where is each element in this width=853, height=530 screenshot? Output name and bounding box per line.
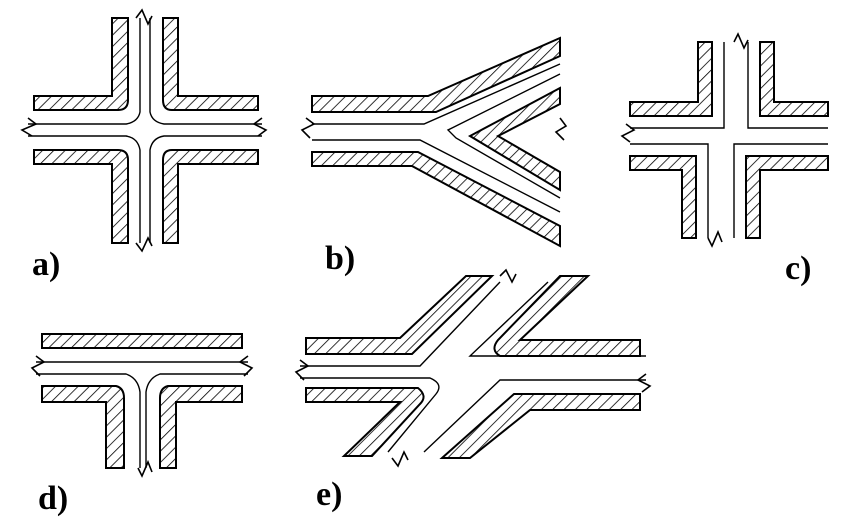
junction-a-wall-tl bbox=[33, 17, 129, 111]
junction-a-breaks bbox=[20, 8, 268, 253]
junction-e-wall-tr bbox=[493, 275, 641, 357]
junction-d-channel bbox=[36, 361, 248, 468]
junction-c-wall-br bbox=[745, 155, 829, 239]
junction-e-wall-br bbox=[439, 393, 641, 459]
junction-a-wall-tr bbox=[162, 17, 259, 111]
junction-d-breaks bbox=[30, 355, 254, 478]
junction-e-channel bbox=[300, 281, 646, 453]
junction-c-wall-tl bbox=[629, 41, 713, 117]
junction-e-wall-bl bbox=[305, 387, 425, 457]
junction-c-breaks bbox=[620, 32, 749, 248]
label-e: e) bbox=[316, 476, 343, 513]
junction-b-wall-bottom bbox=[311, 151, 561, 248]
junction-a-wall-bl bbox=[33, 149, 129, 244]
junction-d-wall-br bbox=[159, 385, 243, 469]
junction-c-cross bbox=[620, 32, 829, 248]
junction-c-wall-bl bbox=[629, 155, 697, 239]
junction-a-channel bbox=[28, 18, 262, 243]
junction-d-wall-bl bbox=[41, 385, 125, 469]
junction-c-channel bbox=[630, 42, 828, 238]
label-c: c) bbox=[785, 250, 812, 287]
label-b: b) bbox=[325, 240, 356, 277]
label-a: a) bbox=[32, 246, 61, 283]
junction-e-x-branch bbox=[294, 268, 652, 468]
junction-b-channel bbox=[312, 63, 561, 213]
junction-e-wall-tl bbox=[305, 275, 495, 355]
junction-b-wall-top bbox=[311, 36, 561, 113]
junction-b-wall-wedge bbox=[467, 86, 561, 192]
junction-c-wall-tr bbox=[759, 41, 829, 117]
label-d: d) bbox=[38, 480, 69, 517]
junction-b-breaks bbox=[300, 117, 568, 141]
junction-e-breaks bbox=[294, 268, 652, 468]
junction-a-wall-br bbox=[162, 149, 259, 244]
junction-d-wall-top bbox=[41, 333, 243, 349]
junction-a-cross bbox=[20, 8, 268, 253]
junction-d-tee bbox=[30, 333, 254, 478]
junction-b-y-branch bbox=[300, 36, 568, 248]
